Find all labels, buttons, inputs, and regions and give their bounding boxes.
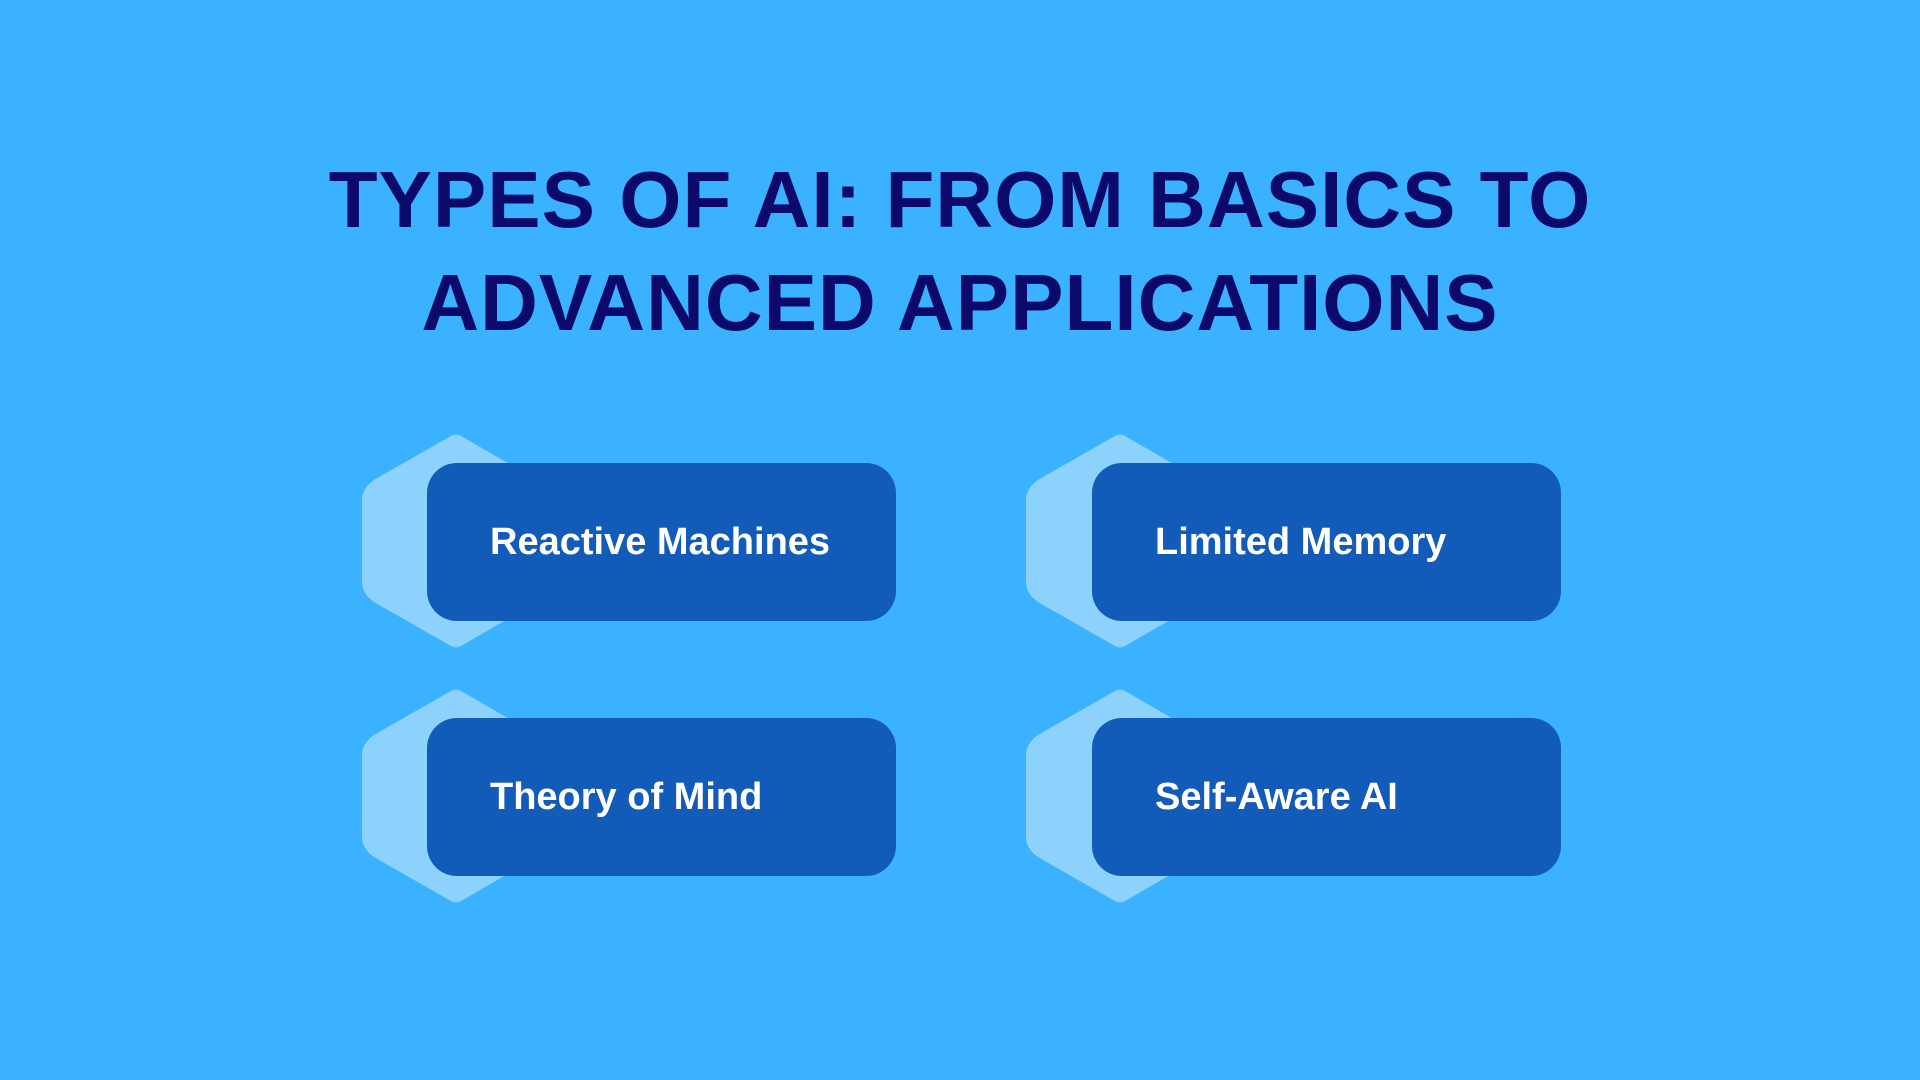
title-line-1: TYPES OF AI: FROM BASICS TO [328,155,1592,244]
ai-type-item-theory-of-mind: Theory of Mind [360,687,900,907]
ai-type-item-limited-memory: Limited Memory [1024,432,1564,652]
ai-type-label: Limited Memory [1155,520,1447,563]
ai-type-item-self-aware-ai: Self-Aware AI [1024,687,1564,907]
ai-type-card: Self-Aware AI [1092,718,1561,876]
page-title: TYPES OF AI: FROM BASICS TO ADVANCED APP… [0,148,1920,354]
title-line-2: ADVANCED APPLICATIONS [421,258,1499,347]
ai-type-label: Reactive Machines [490,520,831,563]
ai-type-card: Theory of Mind [427,718,896,876]
ai-type-label: Self-Aware AI [1155,775,1398,818]
ai-type-card: Limited Memory [1092,463,1561,621]
ai-type-item-reactive-machines: Reactive Machines [360,432,900,652]
ai-type-label: Theory of Mind [490,775,763,818]
ai-type-card: Reactive Machines [427,463,896,621]
